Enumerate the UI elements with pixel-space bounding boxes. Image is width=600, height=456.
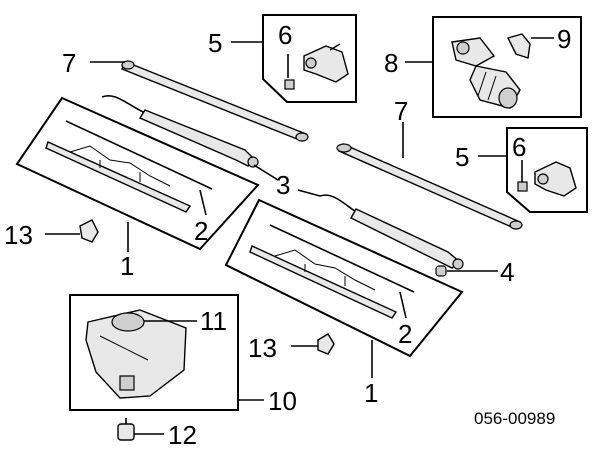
callout-1-right: 1 [364, 378, 378, 408]
tank-box [69, 294, 239, 411]
callout-2-right: 2 [398, 319, 412, 349]
callout-8: 8 [384, 48, 398, 78]
callout-10: 10 [268, 386, 297, 416]
linkage-rod-top [120, 60, 309, 142]
diagram-code: 056-00989 [474, 409, 555, 428]
callout-3: 3 [276, 170, 290, 200]
callout-5-top: 5 [208, 28, 222, 58]
callout-1-left: 1 [120, 251, 134, 281]
wiper-blade-right [249, 224, 415, 319]
washer-tank [85, 309, 187, 399]
clip-center [317, 333, 335, 355]
motor-bracket [506, 33, 531, 59]
blade-box-left [15, 96, 260, 251]
callout-9: 9 [557, 24, 571, 54]
callout-2-left: 2 [194, 216, 208, 246]
arm-cap-nut [435, 265, 447, 277]
callout-12: 12 [168, 420, 197, 450]
callout-6-top: 6 [278, 20, 292, 50]
wiper-motor [451, 37, 521, 109]
callout-7-left: 7 [62, 48, 76, 78]
pivot-box-right [506, 127, 588, 213]
blade-box-right [224, 198, 464, 358]
callout-13-left: 13 [4, 220, 33, 250]
clip-left [79, 219, 99, 243]
leader-lines [45, 37, 554, 435]
callout-5-right: 5 [455, 142, 469, 172]
callout-13-center: 13 [248, 333, 277, 363]
wiper-blade-left [45, 120, 213, 213]
motor-box [432, 16, 582, 118]
pivot-assembly-right [517, 161, 577, 197]
callout-4: 4 [500, 257, 514, 287]
linkage-rod-right [336, 143, 523, 230]
callout-7-right: 7 [394, 96, 408, 126]
washer-pump [117, 418, 135, 441]
callout-6-right: 6 [512, 132, 526, 162]
wiper-arm-lower [319, 194, 464, 270]
callout-11: 11 [200, 306, 227, 336]
pivot-assembly-top [284, 43, 349, 90]
pivot-box-top [262, 14, 357, 103]
wiper-arm-upper [101, 95, 259, 168]
